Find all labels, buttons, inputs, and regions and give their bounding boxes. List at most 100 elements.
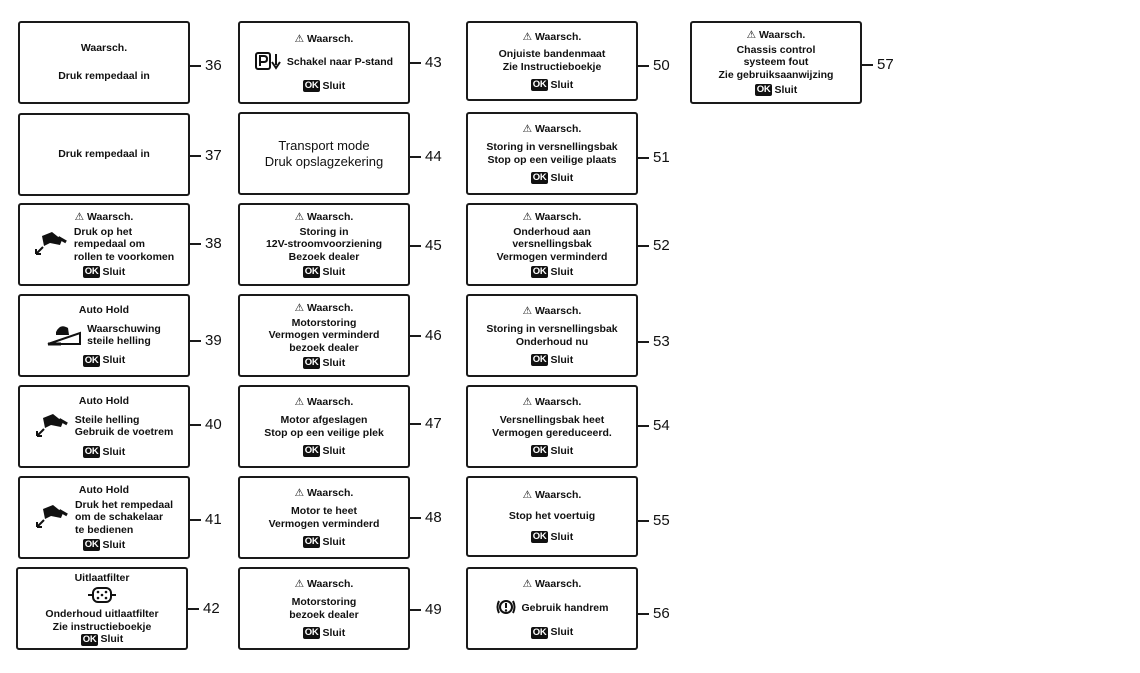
panel-header: ⚠ Waarsch. bbox=[523, 211, 582, 224]
ok-key-icon: OK bbox=[82, 446, 101, 459]
close-label: Sluit bbox=[322, 444, 346, 457]
panel-header: ⚠ Waarsch. bbox=[523, 489, 582, 502]
panel-header-text: ⚠ Waarsch. bbox=[522, 30, 582, 43]
callout-number: 48 bbox=[425, 509, 442, 526]
callout-number: 42 bbox=[203, 600, 220, 617]
park-position-icon bbox=[254, 51, 281, 74]
message-line: Gebruik handrem bbox=[521, 602, 609, 615]
panel-header: Auto Hold bbox=[79, 304, 129, 317]
close-label: Sluit bbox=[322, 265, 346, 278]
panel-header: ⚠ Waarsch. bbox=[523, 396, 582, 409]
panel-header: ⚠ Waarsch. bbox=[523, 123, 582, 136]
message-line: Motor afgeslagen bbox=[280, 413, 368, 426]
callout-number: 44 bbox=[425, 148, 442, 165]
panel-message: Stop het voertuig bbox=[509, 510, 595, 523]
panel-header-text: Auto Hold bbox=[78, 394, 130, 407]
close-label: Sluit bbox=[102, 354, 126, 367]
ok-key-icon: OK bbox=[530, 78, 549, 91]
callout-leader-line bbox=[190, 65, 201, 67]
close-label: Sluit bbox=[550, 531, 574, 544]
message-line: Versnellingsbak heet bbox=[499, 413, 605, 426]
panel-header-text: Waarsch. bbox=[80, 41, 128, 54]
ok-key-icon: OK bbox=[302, 627, 321, 640]
message-panel-37: Druk rempedaal in bbox=[18, 113, 190, 196]
message-line: Storing in versnellingsbak bbox=[486, 140, 618, 153]
panel-message: Schakel naar P-stand bbox=[287, 56, 393, 69]
ok-key-icon: OK bbox=[80, 633, 99, 646]
callout-number: 41 bbox=[205, 511, 222, 528]
callout-leader-line bbox=[638, 613, 649, 615]
callout-leader-line bbox=[190, 424, 201, 426]
close-label: Sluit bbox=[550, 353, 574, 366]
callout-number: 57 bbox=[877, 56, 894, 73]
callout-leader-line bbox=[190, 243, 201, 245]
message-line: Onderhoud nu bbox=[515, 335, 589, 348]
panel-header-text: ⚠ Waarsch. bbox=[294, 32, 354, 45]
parking-brake-icon bbox=[496, 597, 516, 621]
ok-key-icon: OK bbox=[302, 357, 321, 370]
callout-leader-line bbox=[188, 608, 199, 610]
callout-number: 43 bbox=[425, 54, 442, 71]
message-line: rollen te voorkomen bbox=[73, 250, 175, 263]
callout-number: 45 bbox=[425, 237, 442, 254]
panel-header-text: ⚠ Waarsch. bbox=[746, 28, 806, 41]
callout-number: 53 bbox=[653, 333, 670, 350]
message-line: Gebruik de voetrem bbox=[74, 426, 174, 439]
panel-header: ⚠ Waarsch. bbox=[747, 29, 806, 42]
message-line: Druk rempedaal in bbox=[58, 148, 150, 161]
callout-number: 46 bbox=[425, 327, 442, 344]
message-line: Onjuiste bandenmaat bbox=[498, 48, 606, 61]
message-line: Stop op een veilige plaats bbox=[487, 153, 617, 166]
message-line: Bezoek dealer bbox=[288, 250, 360, 263]
panel-header: ⚠ Waarsch. bbox=[295, 396, 354, 409]
message-line: Vermogen gereduceerd. bbox=[492, 426, 612, 439]
message-line: Storing in versnellingsbak bbox=[486, 322, 618, 335]
callout-number: 39 bbox=[205, 332, 222, 349]
message-line: Druk het rempedaal bbox=[74, 498, 174, 511]
message-line: Schakel naar P-stand bbox=[286, 56, 394, 69]
ok-key-icon: OK bbox=[302, 445, 321, 458]
panel-header-text: ⚠ Waarsch. bbox=[522, 489, 582, 502]
panel-header-text: ⚠ Waarsch. bbox=[522, 210, 582, 223]
